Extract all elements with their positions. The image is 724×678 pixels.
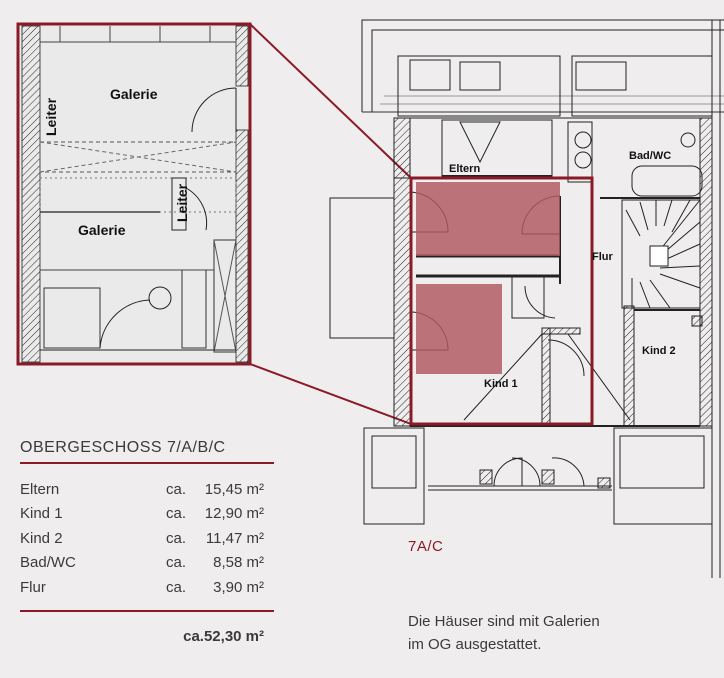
room-label-bad-wc: Bad/WC [629, 150, 672, 162]
room-label-kind1: Kind 1 [484, 378, 518, 390]
legend-row: Flur ca. 3,90 m² [20, 575, 274, 600]
legend-room: Kind 1 [20, 505, 63, 523]
legend-room: Bad/WC [20, 554, 76, 572]
inset-connector-top [249, 23, 412, 179]
legend-area: 11,47 m² [205, 529, 264, 547]
galerie-selection-frame [409, 176, 594, 426]
legend-room: Kind 2 [20, 529, 63, 547]
legend-ca: ca. [166, 578, 187, 596]
area-legend: OBERGESCHOSS 7/A/B/C Eltern ca. 15,45 m²… [20, 436, 274, 645]
legend-rows: Eltern ca. 15,45 m² Kind 1 ca. 12,90 m² … [20, 464, 274, 600]
galerie-highlight [416, 182, 560, 374]
inset-label-galerie-bottom: Galerie [78, 222, 126, 238]
legend-room: Eltern [20, 480, 60, 498]
room-label-flur: Flur [592, 251, 613, 263]
main-floor-plan [329, 19, 724, 578]
legend-row: Kind 2 ca. 11,47 m² [20, 526, 274, 551]
legend-title: OBERGESCHOSS 7/A/B/C [20, 439, 226, 456]
note-line-1: Die Häuser sind mit Galerien [408, 613, 600, 630]
legend-divider-bottom [20, 609, 274, 612]
room-label-kind2: Kind 2 [642, 345, 676, 357]
legend-area: 8,58 m² [213, 554, 264, 572]
unit-label: 7A/C [408, 538, 444, 555]
legend-ca: ca. [166, 529, 187, 547]
inset-label-leiter-left: Leiter [43, 97, 59, 136]
legend-row: Kind 1 ca. 12,90 m² [20, 502, 274, 527]
legend-ca: ca. [166, 505, 187, 523]
room-label-eltern: Eltern [449, 163, 481, 175]
legend-ca: ca. [166, 480, 187, 498]
inset-label-leiter-right: Leiter [174, 183, 190, 222]
legend-ca: ca. [166, 554, 187, 572]
legend-total: ca.52,30 m² [183, 627, 264, 645]
legend-row: Eltern ca. 15,45 m² [20, 477, 274, 502]
inset-connector-bottom [249, 363, 412, 425]
legend-divider-top [20, 462, 274, 464]
legend-row: Bad/WC ca. 8,58 m² [20, 551, 274, 576]
legend-area: 12,90 m² [204, 505, 264, 523]
note-line-2: im OG ausgestattet. [408, 636, 542, 653]
legend-area: 15,45 m² [204, 480, 264, 498]
legend-area: 3,90 m² [213, 578, 264, 596]
inset-label-galerie-top: Galerie [110, 86, 158, 102]
legend-room: Flur [20, 578, 46, 596]
galerie-inset [16, 22, 252, 366]
gallery-note: Die Häuser sind mit Galerien im OG ausge… [408, 610, 600, 656]
